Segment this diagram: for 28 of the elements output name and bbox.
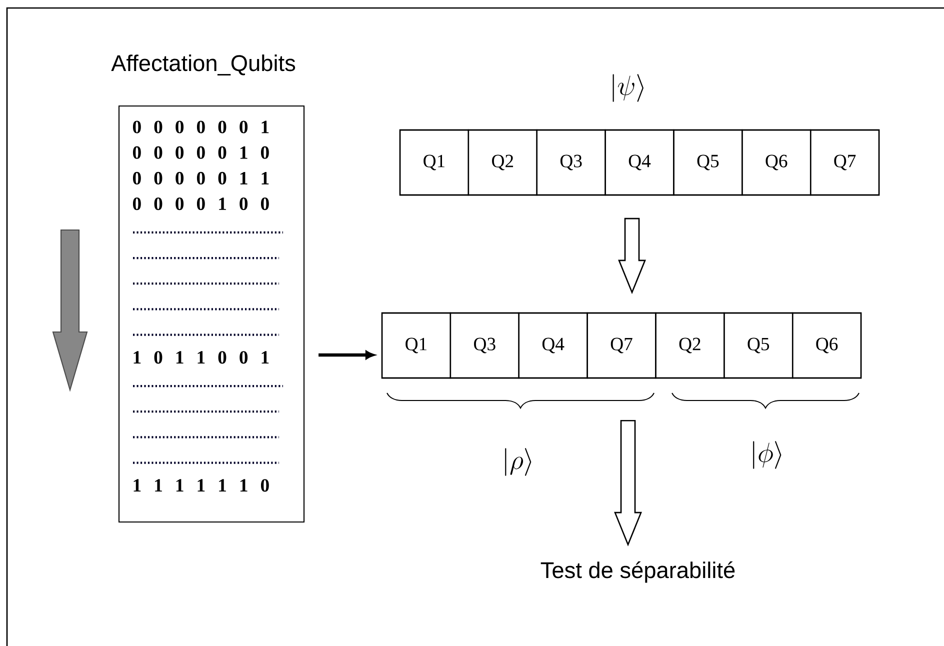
qubit-cell: Q5 [724, 312, 794, 379]
state-label: $|\rho\rangle$ [505, 448, 532, 476]
qubit-cell: Q4 [518, 312, 588, 379]
bit-row: 0 0 0 0 0 1 1 [132, 172, 269, 184]
bit-row: 0 0 0 0 0 1 0 [132, 146, 269, 159]
qubit-cell: Q7 [810, 129, 880, 196]
result-text: Test de séparabilité [540, 561, 735, 583]
state-label: $|\psi\rangle$ [612, 74, 644, 102]
bit-row: 1 1 1 1 1 1 0 [134, 479, 269, 492]
qubit-cell: Q5 [673, 129, 743, 196]
qubit-cell: Q7 [586, 312, 656, 379]
qubit-cell: Q6 [792, 312, 862, 379]
hollow-arrow [618, 218, 646, 294]
qubit-cell: Q3 [450, 312, 520, 379]
qubit-cell: Q6 [742, 129, 812, 196]
qubit-cell: Q1 [399, 129, 470, 196]
bit-row: 0 0 0 0 0 0 1 [132, 120, 269, 134]
bit-row: 1 0 1 1 0 0 1 [134, 351, 269, 364]
qubit-cell: Q1 [381, 312, 452, 379]
qubit-cell: Q2 [655, 312, 725, 379]
qubit-cell: Q2 [468, 129, 538, 196]
state-label: $|\phi\rangle$ [753, 441, 782, 469]
table-heading: Affectation_Qubits [111, 54, 296, 76]
arrow [318, 350, 374, 360]
hollow-arrow [614, 420, 642, 546]
bit-row: 0 0 0 0 1 0 0 [132, 198, 269, 210]
qubit-cell: Q4 [604, 129, 674, 196]
qubit-cell: Q3 [536, 129, 606, 196]
